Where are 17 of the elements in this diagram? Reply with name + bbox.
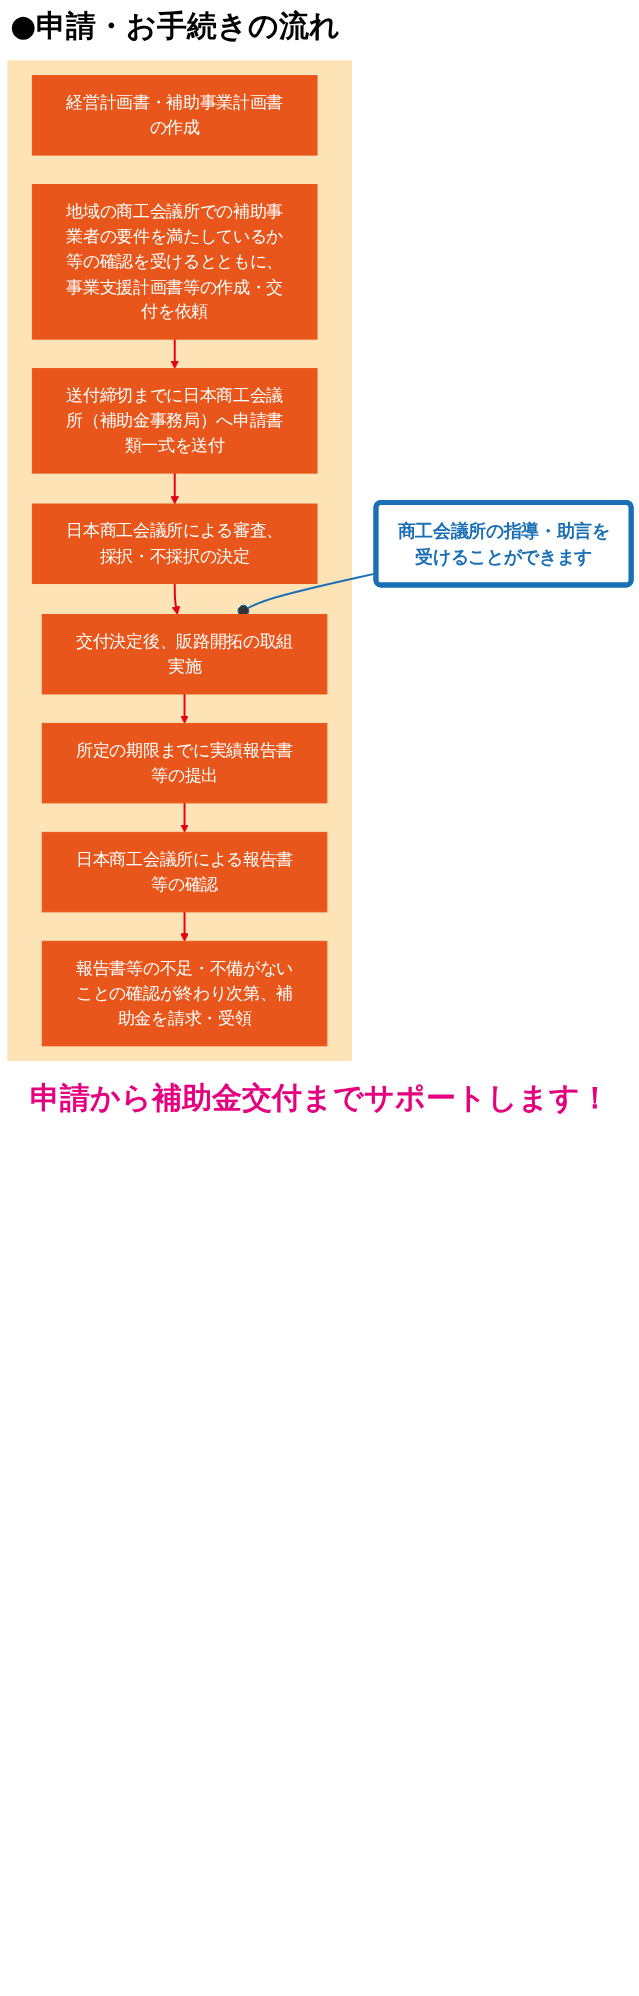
caption: 申請から補助金交付までサポートします！ (28, 1079, 611, 1118)
arrow (180, 693, 189, 724)
arrow (180, 910, 189, 942)
cluster (7, 60, 352, 1062)
arrow (180, 801, 189, 833)
node-box: 報告書等の不足・不備がないことの確認が終わり次第、補助金を請求・受領 (41, 940, 328, 1047)
node-box: 交付決定後、販路開拓の取組実施 (41, 613, 328, 695)
arrow (170, 338, 180, 369)
arrow (171, 582, 181, 615)
node-box: 所定の期限までに実績報告書等の提出 (41, 722, 328, 804)
node-box: 送付締切までに日本商工会議所（補助金事務局）へ申請書類一式を送付 (31, 368, 318, 474)
arrow (170, 472, 180, 505)
node-box: 日本商工会議所による審査、採択・不採択の決定 (31, 503, 318, 584)
node-box: 経営計画書・補助事業計画書の作成 (31, 75, 318, 156)
node-box: 日本商工会議所による報告書等の確認 (41, 831, 328, 913)
title: ●申請・お手続きの流れ (10, 7, 342, 45)
node-box: 地域の商工会議所での補助事業者の要件を満たしているか等の確認を受けるとともに、事業支援計画書等の作成・交付を依頼 (31, 184, 318, 340)
